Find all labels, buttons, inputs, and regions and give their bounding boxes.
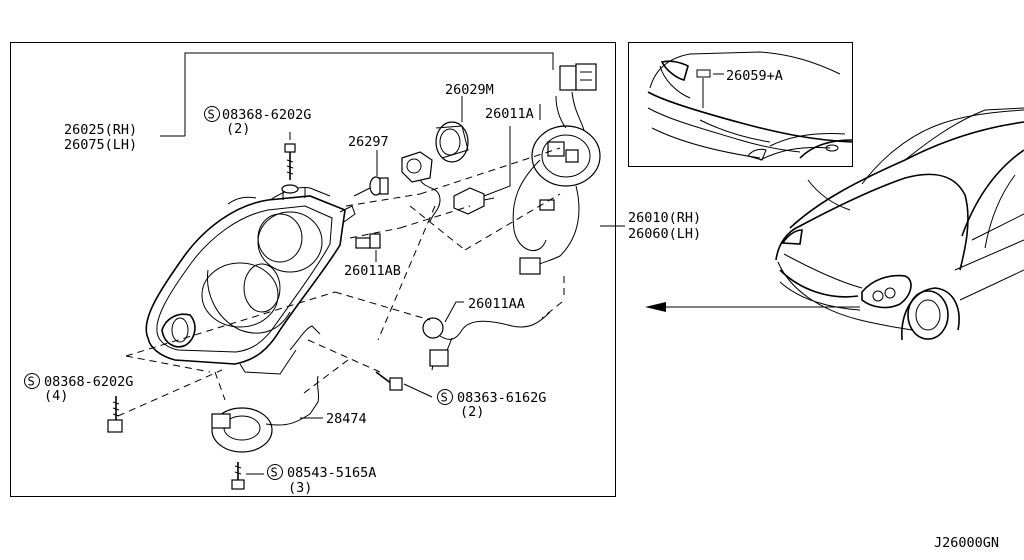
headlamp-housing <box>145 187 356 375</box>
label-leveler-28474: 28474 <box>326 411 367 427</box>
label-screw-bottom-qty: (3) <box>288 480 312 496</box>
socket-26011ab <box>355 233 381 249</box>
label-bulb-26297: 26297 <box>348 134 389 150</box>
s-symbol-right: S <box>437 389 453 405</box>
socket-26011aa <box>422 311 551 371</box>
svg-text:S: S <box>441 391 448 405</box>
car-illustration <box>775 107 1024 341</box>
diagram-code: J26000GN <box>934 535 999 551</box>
label-bolt-left-part: 08368-6202G <box>44 374 133 390</box>
main-parts-frame <box>10 42 616 497</box>
label-socket-26011aa: 26011AA <box>468 296 525 312</box>
label-location-marker <box>696 69 711 78</box>
svg-text:S: S <box>28 375 35 389</box>
harness-ring <box>512 91 601 275</box>
label-headlamp-rh: 26025(RH) <box>64 122 137 138</box>
svg-text:S: S <box>208 108 215 122</box>
location-arrow-head <box>645 302 666 312</box>
s-symbol-left: S <box>24 373 40 389</box>
label-26059a: 26059+A <box>726 68 783 84</box>
label-assembly-lh: 26060(LH) <box>628 226 701 242</box>
label-socket-26011ab: 26011AB <box>344 263 401 279</box>
inset-frame <box>628 42 853 167</box>
headlamp-group-bracket <box>184 52 554 136</box>
bolt-left <box>107 396 123 433</box>
label-bolt-right-qty: (2) <box>460 404 484 420</box>
label-screw-bottom-part: 08543-5165A <box>287 465 376 481</box>
s-symbol-bottom: S <box>267 464 283 480</box>
svg-text:S: S <box>271 466 278 480</box>
label-cap-26029m: 26029M <box>445 82 494 98</box>
label-bolt-right-part: 08363-6162G <box>457 390 546 406</box>
label-headlamp-lh: 26075(LH) <box>64 137 137 153</box>
label-bolt-top-part: 08368-6202G <box>222 107 311 123</box>
bolt-right <box>375 371 403 391</box>
assembly-guides <box>117 147 565 417</box>
label-harness-26011a: 26011A <box>485 106 534 122</box>
cap-26029m <box>435 121 469 163</box>
label-bolt-left-qty: (4) <box>44 388 68 404</box>
screw-bottom <box>231 462 245 490</box>
connector-top <box>559 63 597 91</box>
label-bolt-top-qty: (2) <box>226 121 250 137</box>
label-assembly-rh: 26010(RH) <box>628 210 701 226</box>
socket-26011a <box>453 187 495 215</box>
s-symbol-top: S <box>204 106 220 122</box>
bulb-26297 <box>353 176 389 197</box>
socket-26011a-small <box>401 151 441 223</box>
inset-vehicle-front <box>647 51 853 161</box>
leveler-28474 <box>211 375 320 453</box>
bolt-top <box>281 143 299 194</box>
